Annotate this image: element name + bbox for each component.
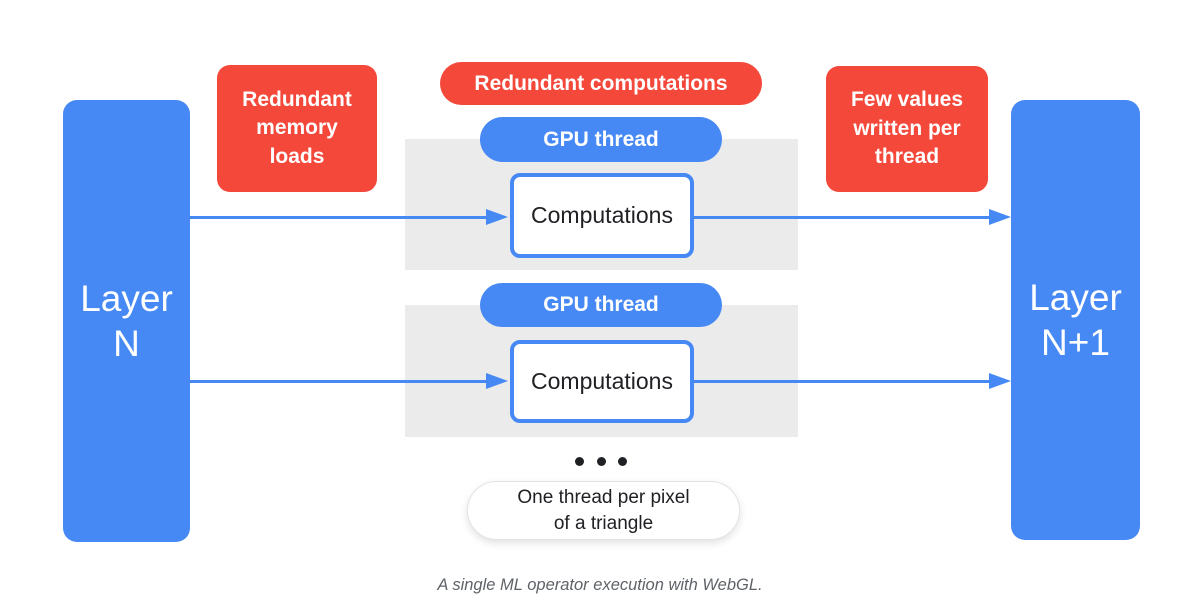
arrow-line-row1-right [694, 215, 990, 219]
annotation-redundant-memory-loads: Redundant memory loads [217, 65, 377, 192]
annotation-few-values-written-label: Few values written per thread [850, 88, 964, 169]
annotation-redundant-computations-label: Redundant computations [474, 71, 728, 95]
gpu-thread-pill-2: GPU thread [480, 283, 722, 327]
annotation-redundant-computations: Redundant computations [440, 62, 762, 105]
layer-n-plus-1-label: Layer N+1 [1029, 276, 1122, 363]
gpu-thread-pill-1-label: GPU thread [543, 127, 659, 151]
arrow-line-row2-right [694, 379, 990, 383]
figure-caption: A single ML operator execution with WebG… [437, 576, 763, 594]
ellipsis-icon [575, 456, 627, 466]
note-one-thread-per-pixel-label: One thread per pixel of a triangle [517, 486, 690, 534]
gpu-thread-pill-2-label: GPU thread [543, 293, 659, 316]
ellipsis-dot-icon [596, 456, 606, 466]
computations-box-1: Computations [510, 173, 694, 258]
ellipsis-dot-icon [618, 456, 627, 466]
arrow-head-icon [989, 373, 1011, 389]
gpu-thread-pill-1: GPU thread [480, 117, 722, 162]
annotation-redundant-memory-loads-label: Redundant memory loads [242, 87, 352, 168]
ellipsis-dot-icon [575, 456, 584, 466]
arrow-line-row1-left [190, 215, 487, 219]
computations-box-2-label: Computations [531, 368, 673, 394]
annotation-few-values-written: Few values written per thread [826, 66, 988, 192]
computations-box-1-label: Computations [531, 202, 673, 228]
arrow-line-row2-left [190, 379, 487, 383]
arrow-head-icon [486, 209, 508, 225]
layer-n-box: Layer N [63, 100, 190, 542]
layer-n-label: Layer N [80, 277, 173, 364]
arrow-head-icon [486, 373, 508, 389]
computations-box-2: Computations [510, 340, 694, 423]
layer-n-plus-1-box: Layer N+1 [1011, 100, 1140, 540]
note-one-thread-per-pixel: One thread per pixel of a triangle [467, 481, 740, 540]
arrow-head-icon [989, 209, 1011, 225]
